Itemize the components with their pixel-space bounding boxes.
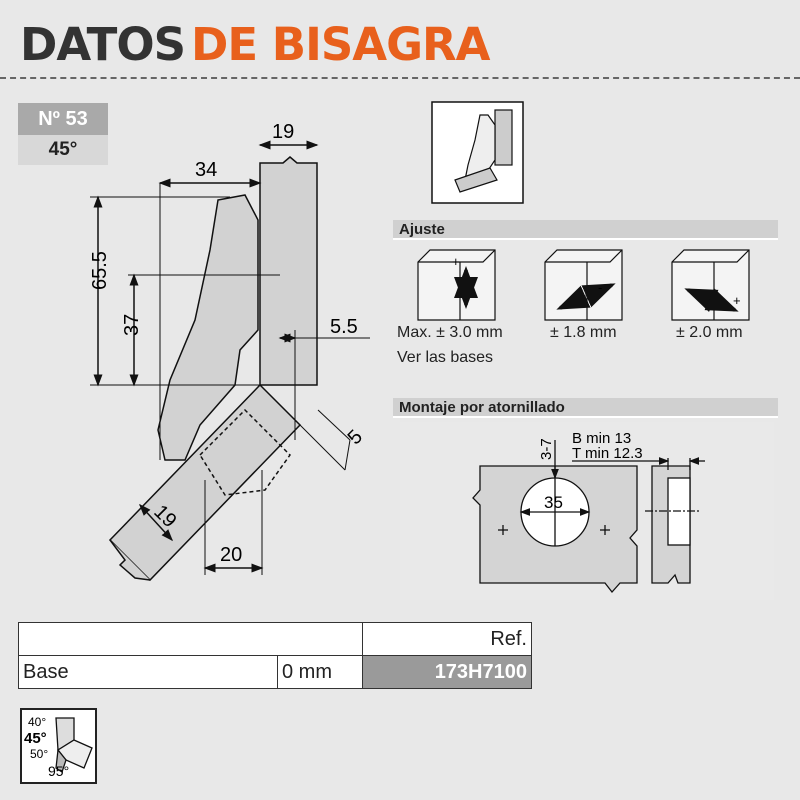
height-adjust-icon <box>671 249 750 321</box>
adjust-height-label: ± 2.0 mm <box>676 324 743 341</box>
montaje-header: Montaje por atornillado <box>393 398 778 418</box>
diameter-35: 35 <box>544 493 563 512</box>
hinge-overview-icon <box>431 101 524 204</box>
dim-65-5: 65.5 <box>89 251 111 290</box>
dim-37: 37 <box>121 314 143 336</box>
angle-45: 45° <box>24 730 47 747</box>
dim-34: 34 <box>195 159 217 181</box>
title-part2: DE BISAGRA <box>191 18 490 71</box>
table-row: Base 0 mm 173H7100 <box>18 655 532 689</box>
adjust-side-label: ± 1.8 mm <box>550 324 617 341</box>
model-badge: Nº 53 45° <box>18 103 108 165</box>
ref-header: Ref. <box>362 622 532 656</box>
drilling-drawing <box>400 422 774 600</box>
row-name: Base <box>18 655 278 689</box>
depth-adjust-icon <box>417 249 496 321</box>
adjust-icons <box>417 249 750 321</box>
plus-sign: + <box>733 293 741 308</box>
adjust-depth-label: Max. ± 3.0 mm <box>397 324 503 341</box>
dim-19-top: 19 <box>272 121 294 143</box>
dim-5-5: 5.5 <box>330 316 358 338</box>
angle-range-icon: 40° 45° 50° 95° <box>20 708 97 784</box>
model-angle: 45° <box>18 135 108 165</box>
row-ref-code: 173H7100 <box>362 655 532 689</box>
hinge-side-drawing <box>90 140 370 582</box>
divider <box>0 77 800 79</box>
reference-table: Ref. Base 0 mm 173H7100 <box>18 622 532 689</box>
angle-icon-drawing: 40° 45° 50° 95° <box>24 715 93 779</box>
b-min-label: B min 13 <box>572 430 631 447</box>
dim-20: 20 <box>220 544 242 566</box>
t-min-label: T min 12.3 <box>572 445 643 462</box>
dim-5: 5 <box>344 426 367 449</box>
plus-sign: + <box>452 254 460 269</box>
adjust-note: Ver las bases <box>397 349 494 366</box>
angle-50: 50° <box>30 747 48 761</box>
dim-3-7: 3-7 <box>538 438 555 460</box>
angle-40: 40° <box>28 715 46 729</box>
ajuste-header: Ajuste <box>393 220 778 240</box>
title-part1: DATOS <box>20 18 186 71</box>
minus-sign: - <box>598 280 602 295</box>
table-header-row: Ref. <box>18 622 532 656</box>
angle-95: 95° <box>48 763 69 779</box>
model-number: Nº 53 <box>18 103 108 135</box>
row-value: 0 mm <box>277 655 363 689</box>
side-adjust-icon <box>544 249 623 321</box>
